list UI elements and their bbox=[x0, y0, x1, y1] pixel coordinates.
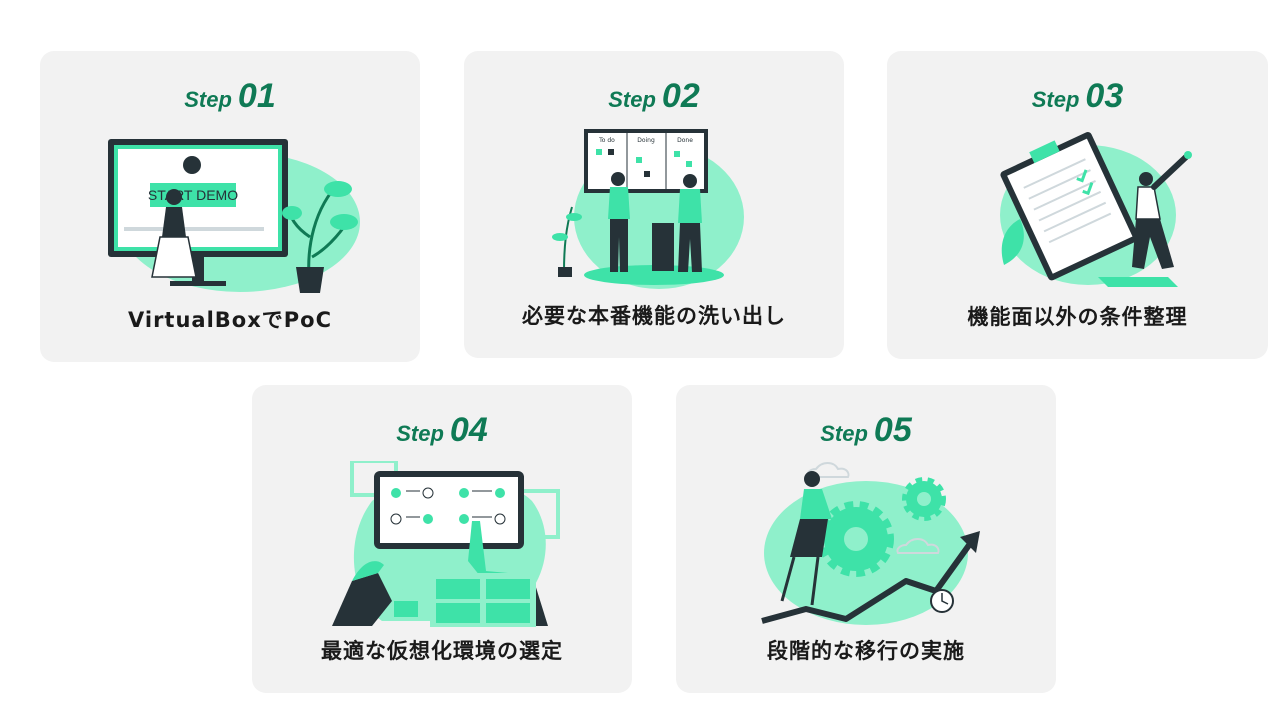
step-caption: 必要な本番機能の洗い出し bbox=[522, 304, 786, 328]
board-column-todo: To do bbox=[598, 137, 615, 144]
demo-screen-text: START DEMO bbox=[148, 187, 238, 203]
kanban-board-illustration: To do Doing Done bbox=[552, 129, 744, 289]
board-column-doing: Doing bbox=[637, 137, 655, 144]
board-column-done: Done bbox=[677, 137, 693, 144]
step-caption: 機能面以外の条件整理 bbox=[967, 305, 1188, 329]
step-caption: VirtualBoxでPoC bbox=[127, 308, 332, 332]
step-caption: 最適な仮想化環境の選定 bbox=[321, 639, 563, 663]
clipboard-checklist-illustration bbox=[999, 131, 1192, 287]
tablet-selection-illustration bbox=[332, 461, 560, 627]
presentation-demo-illustration: START DEMO bbox=[108, 139, 360, 293]
growth-gears-illustration bbox=[761, 462, 980, 625]
step-caption: 段階的な移行の実施 bbox=[767, 639, 965, 663]
